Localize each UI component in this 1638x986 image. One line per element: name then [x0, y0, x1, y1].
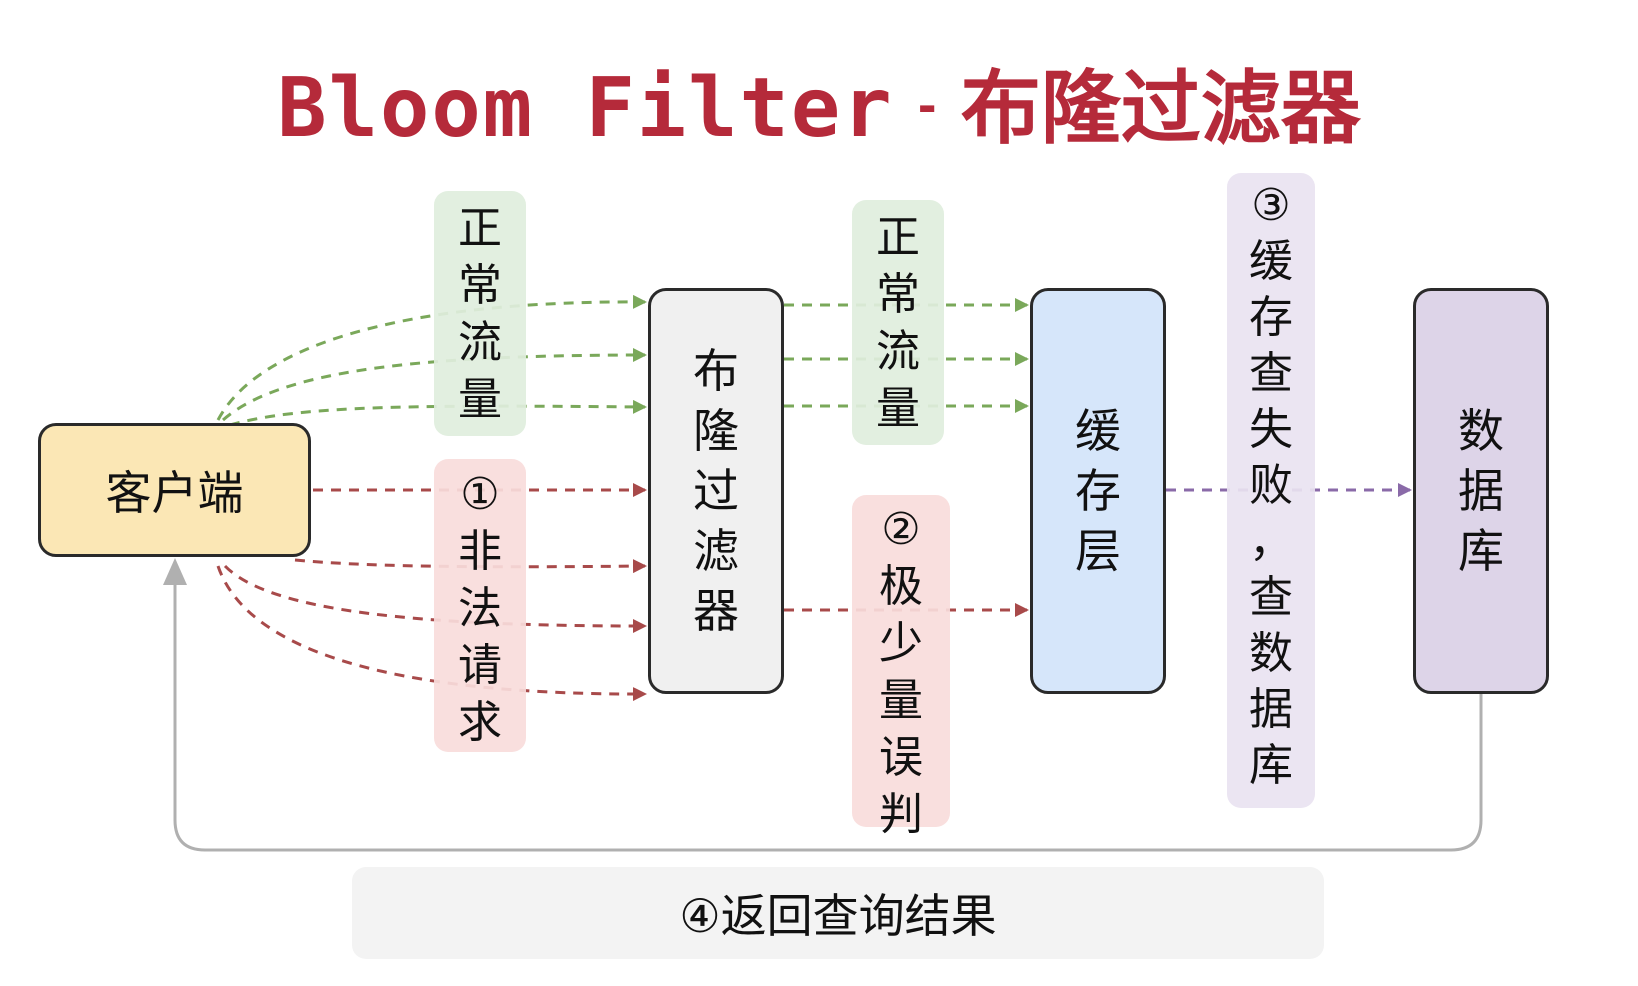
illegal-requests-label-bg [434, 459, 526, 752]
normal-traffic-label-bg-1 [434, 191, 526, 436]
diagram-title: Bloom Filter-布隆过滤器 [0, 44, 1638, 160]
client-node: 客户端 [38, 423, 311, 557]
bloom-filter-node: 布 隆 过 滤 器 [648, 288, 784, 694]
title-english: Bloom Filter [277, 61, 894, 156]
normal-arrow-1 [216, 294, 647, 421]
illegal-requests-label: ① 非 法 请 求 [458, 469, 502, 748]
normal-traffic-label-1: 正 常 流 量 [458, 203, 502, 425]
return-arrowhead [163, 558, 187, 585]
normal-traffic-label-2: 正 常 流 量 [876, 212, 920, 434]
return-line [173, 580, 1483, 852]
database-node: 数 据 库 [1413, 288, 1549, 694]
cache-layer-node: 缓 存 层 [1030, 288, 1166, 694]
return-result-label: ④返回查询结果 [352, 867, 1324, 959]
normal-arrow-2 [222, 348, 647, 422]
normal-arrow-3 [229, 399, 647, 427]
illegal-arrow-3 [223, 564, 647, 633]
normal-traffic-label-bg-2 [852, 200, 944, 445]
title-separator: - [917, 79, 937, 133]
illegal-arrow-2 [294, 558, 647, 574]
title-chinese: 布隆过滤器 [960, 62, 1361, 155]
cache-miss-label: ③ 缓 存 查 失 败 ， 查 数 据 库 [1249, 180, 1293, 791]
false-positive-label: ② 极 少 量 误 判 [879, 504, 923, 840]
false-positive-label-bg [852, 495, 950, 827]
cache-miss-label-bg [1227, 173, 1315, 808]
illegal-arrow-4 [216, 565, 647, 702]
